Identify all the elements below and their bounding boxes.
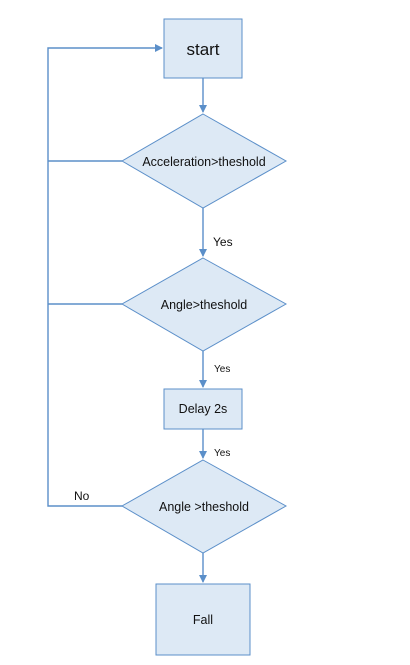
edge-label-yes-2: Yes xyxy=(214,364,230,375)
fall-node-label: Fall xyxy=(193,613,213,627)
angle-decision-2-label: Angle >theshold xyxy=(159,500,249,514)
start-node-label: start xyxy=(186,40,219,59)
start-node xyxy=(163,18,243,79)
edge-label-yes-1: Yes xyxy=(213,235,233,249)
edge-label-no: No xyxy=(74,489,90,503)
feedback-loop-line xyxy=(47,44,163,507)
edge-label-yes-3: Yes xyxy=(214,448,230,459)
angle-decision-1 xyxy=(120,257,288,352)
acceleration-decision-label: Acceleration>theshold xyxy=(142,155,265,169)
acceleration-decision xyxy=(121,113,288,209)
angle-decision-1-label: Angle>theshold xyxy=(161,298,248,312)
delay-node xyxy=(163,388,243,430)
angle-decision-2 xyxy=(120,459,288,554)
fall-node xyxy=(155,583,251,656)
delay-node-label: Delay 2s xyxy=(179,402,228,416)
